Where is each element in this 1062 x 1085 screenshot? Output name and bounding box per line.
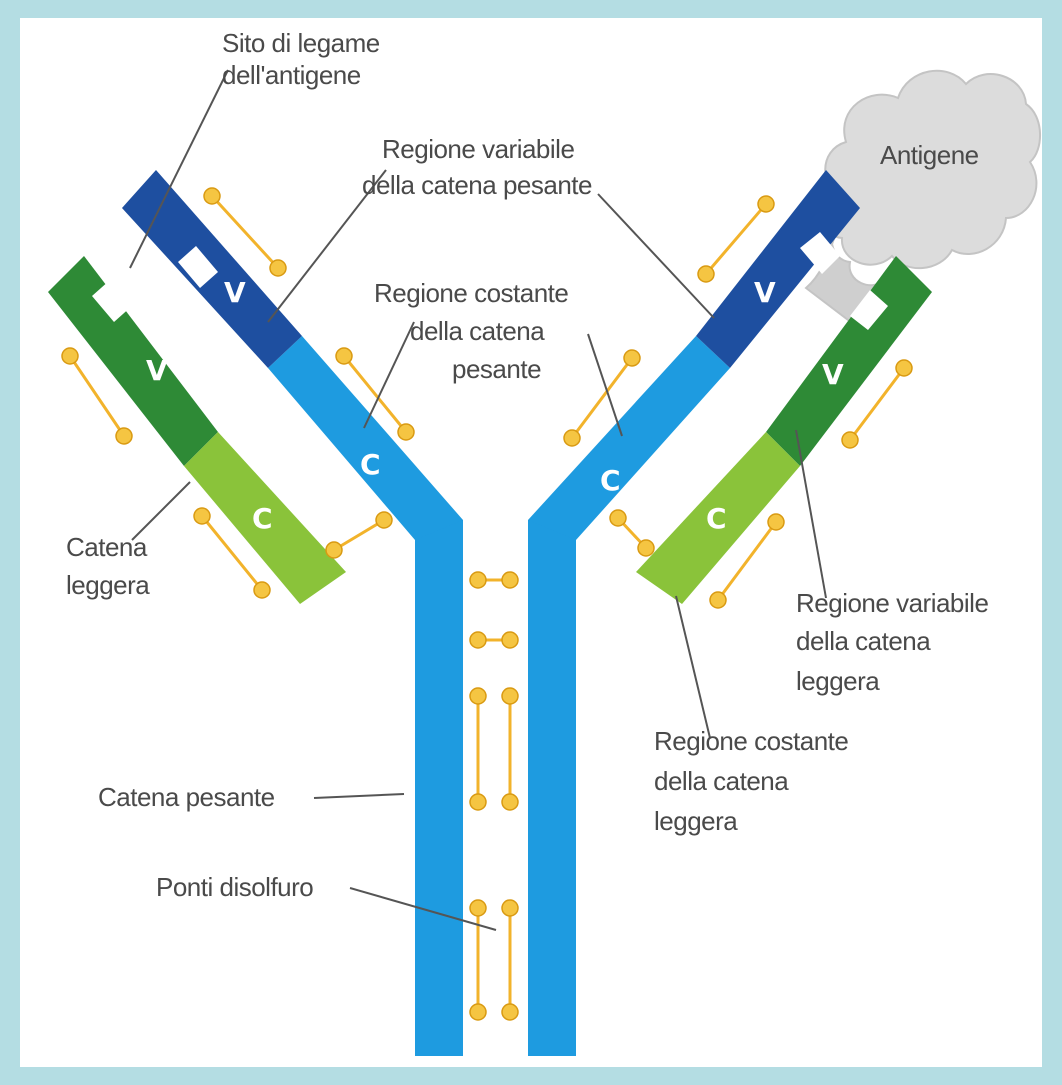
right-heavy-c-letter: C	[600, 464, 621, 497]
label-antigen: Antigene	[880, 140, 979, 170]
heavy-chain-stem-right	[528, 520, 576, 1056]
label-antigen-binding-site-line1: Sito di legame	[222, 28, 380, 58]
left-heavy-v-letter: V	[224, 276, 246, 309]
label-heavy-constant-line1: Regione costante	[374, 278, 568, 308]
label-heavy-chain: Catena pesante	[98, 782, 275, 812]
label-heavy-constant-line2: della catena	[410, 316, 545, 346]
left-light-v-letter: V	[146, 354, 168, 387]
label-light-variable-line3: leggera	[796, 666, 880, 696]
right-light-c-letter: C	[706, 502, 727, 535]
label-heavy-variable-line1: Regione variabile	[382, 134, 574, 164]
label-light-chain-line2: leggera	[66, 570, 150, 600]
label-light-constant-line3: leggera	[654, 806, 738, 836]
label-heavy-constant-line3: pesante	[452, 354, 541, 384]
label-light-constant-line1: Regione costante	[654, 726, 848, 756]
label-light-variable-line2: della catena	[796, 626, 931, 656]
left-light-c-letter: C	[252, 502, 273, 535]
left-heavy-c-letter: C	[360, 448, 381, 481]
right-heavy-v-letter: V	[754, 276, 776, 309]
label-disulfide-bridges: Ponti disolfuro	[156, 872, 313, 902]
label-heavy-variable-line2: della catena pesante	[362, 170, 592, 200]
right-light-v-letter: V	[822, 358, 844, 391]
heavy-chain-stem-left	[415, 520, 463, 1056]
label-light-variable-line1: Regione variabile	[796, 588, 988, 618]
label-light-constant-line2: della catena	[654, 766, 789, 796]
label-light-chain-line1: Catena	[66, 532, 148, 562]
label-antigen-binding-site-line2: dell'antigene	[222, 60, 361, 90]
